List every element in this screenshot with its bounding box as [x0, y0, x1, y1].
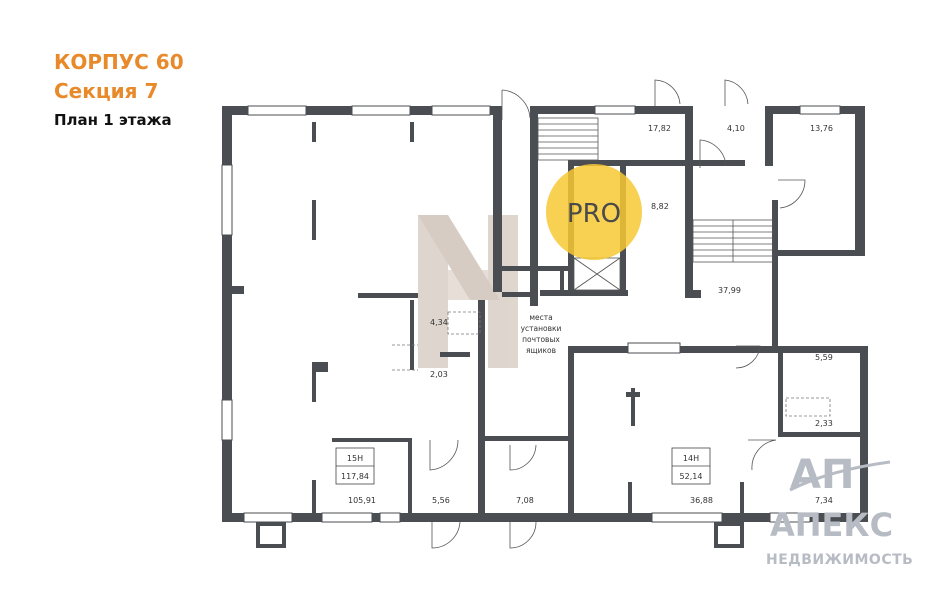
apex-logo: АП АПЕКС НЕДВИЖИМОСТЬ — [766, 452, 913, 568]
pro-badge[interactable]: PRO — [546, 164, 642, 260]
unit-area: 52,14 — [680, 472, 703, 481]
mailbox-note-line: ящиков — [526, 346, 556, 355]
room-area-label: 13,76 — [810, 124, 833, 133]
mailbox-note-line: почтовых — [522, 335, 560, 344]
unit-name: 14Н — [683, 454, 699, 463]
room-area-label: 4,10 — [727, 124, 745, 133]
room-area-label: 5,59 — [815, 353, 833, 362]
room-area-label: 36,88 — [690, 496, 713, 505]
room-area-label: 5,56 — [432, 496, 450, 505]
room-area-label: 8,82 — [651, 202, 669, 211]
unit-box-15h: 15Н 117,84 — [335, 447, 375, 485]
pro-badge-text: PRO — [567, 199, 621, 229]
mailbox-note-line: установки — [521, 324, 562, 333]
room-area-label: 2,33 — [815, 419, 833, 428]
room-area-label: 7,08 — [516, 496, 534, 505]
floor-title: План 1 этажа — [54, 111, 172, 129]
room-area-label: 37,99 — [718, 286, 741, 295]
doors — [429, 79, 806, 549]
plan-title-block: КОРПУС 60 Секция 7 План 1 этажа — [54, 48, 184, 132]
apex-logo-mark: АП — [790, 452, 854, 498]
room-area-label: 17,82 — [648, 124, 671, 133]
unit-area: 117,84 — [341, 472, 369, 481]
section-title: Секция 7 — [54, 79, 159, 103]
room-area-label: 4,34 — [430, 318, 448, 327]
mailbox-note-line: места — [529, 313, 552, 322]
unit-name: 15Н — [347, 454, 363, 463]
mailbox-note: места установки почтовых ящиков — [521, 313, 562, 355]
watermark-logo — [418, 215, 518, 368]
building-title: КОРПУС 60 — [54, 50, 184, 74]
apex-logo-name: АПЕКС — [770, 506, 893, 544]
unit-box-14h: 14Н 52,14 — [671, 447, 711, 485]
room-area-label: 2,03 — [430, 370, 448, 379]
mailbox-zone — [392, 311, 831, 417]
room-area-label: 105,91 — [348, 496, 376, 505]
apex-logo-subtitle: НЕДВИЖИМОСТЬ — [766, 552, 913, 568]
walls — [221, 105, 868, 548]
room-area-label: 7,34 — [815, 496, 833, 505]
